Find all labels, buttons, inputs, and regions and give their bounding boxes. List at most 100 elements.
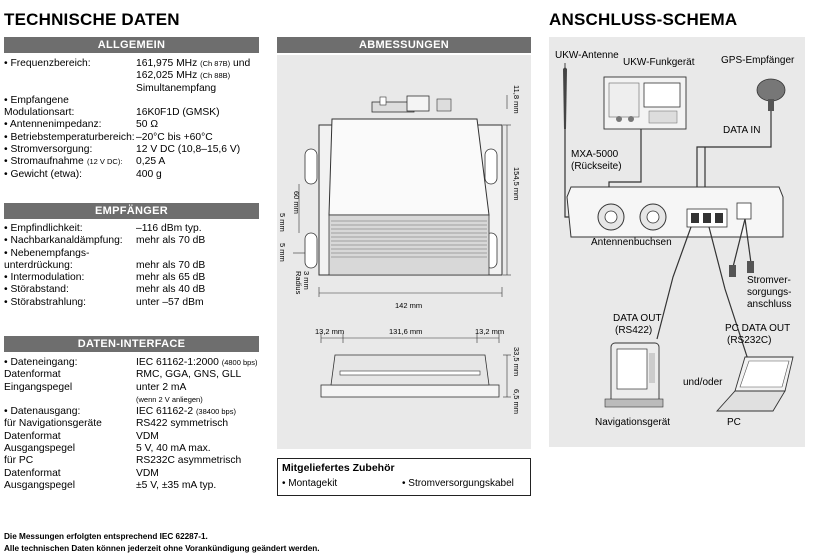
allgemein-list: • Frequenzbereich: 161,975 MHz (Ch 87B) u… [4, 58, 260, 181]
spec-value-note: (wenn 2 V anliegen) [136, 394, 203, 404]
spec-row: • Nebenempfangs- [4, 248, 260, 260]
spec-label: • Störabstrahlung: [4, 296, 87, 308]
spec-label: Eingangspegel [4, 381, 73, 393]
dim-60: 60 mm [292, 191, 301, 214]
spec-value-text: mehr als 70 dB [136, 235, 206, 247]
spec-value: –116 dBm typ. [136, 223, 202, 235]
spec-value: RS232C asymmetrisch [136, 455, 241, 467]
spec-value-text: mehr als 70 dB [136, 259, 206, 271]
spec-label: Datenformat [4, 430, 61, 442]
spec-value-text: 50 Ω [136, 119, 159, 131]
spec-value: VDM [136, 431, 159, 443]
spec-row: Ausgangspegel±5 V, ±35 mA typ. [4, 480, 260, 492]
spec-label: • Empfangene [4, 94, 69, 106]
spec-value-text: 161,975 MHz [136, 58, 198, 69]
spec-label-note: (12 V DC): [87, 157, 123, 167]
schema-panel: UKW-Antenne UKW-Funkgerät GPS-Empfänger … [549, 37, 805, 447]
dim-3: 3 mm [302, 271, 311, 290]
spec-value: 161,975 MHz (Ch 87B) und [136, 58, 250, 70]
footnote-changes: Alle technischen Daten können jederzeit … [4, 544, 320, 553]
section-header-abmessungen: ABMESSUNGEN [277, 37, 531, 53]
spec-value: RMC, GGA, GNS, GLL [136, 369, 241, 381]
dim-13-2a: 13,2 mm [315, 327, 345, 336]
spec-value: ±5 V, ±35 mA typ. [136, 480, 216, 492]
spec-value: 162,025 MHz (Ch 88B) [136, 70, 230, 82]
spec-value: unter 2 mA [136, 382, 186, 394]
spec-value: –20°C bis +60°C [136, 132, 213, 144]
spec-label: • Störabstand: [4, 284, 69, 296]
spec-row: • Stromversorgung: 12 V DC (10,8–15,6 V) [4, 144, 260, 156]
accessories-title: Mitgeliefertes Zubehör [282, 462, 395, 474]
spec-row: • Empfindlichkeit:–116 dBm typ. [4, 223, 260, 235]
label-strom-2: sorgungs- [747, 287, 792, 298]
spec-label: Datenformat [4, 369, 61, 381]
spec-value-text: IEC 61162-2 [136, 406, 194, 418]
spec-value-text: 162,025 MHz [136, 70, 198, 82]
spec-row: für PC RS232C asymmetrisch [4, 455, 260, 467]
dim-131-6: 131,6 mm [389, 327, 423, 336]
spec-value-text: 5 V, 40 mA max. [136, 443, 211, 455]
label-ukw-antenne: UKW-Antenne [555, 50, 619, 61]
spec-value: Simultanempfang [136, 83, 216, 95]
daten-list: • Dateneingang: IEC 61162-1:2000 (4800 bp… [4, 357, 260, 492]
spec-label: unterdrückung: [4, 259, 73, 271]
spec-row: Datenformat RMC, GGA, GNS, GLL [4, 369, 260, 381]
spec-label: • Betriebstemperaturbereich: [4, 131, 135, 143]
spec-value-note: (38400 bps) [195, 407, 236, 417]
spec-label: • Stromaufnahme [4, 156, 84, 168]
label-und-oder: und/oder [683, 377, 723, 388]
spec-value: 16K0F1D (GMSK) [136, 107, 220, 119]
spec-row: • Dateneingang: IEC 61162-1:2000 (4800 bp… [4, 357, 260, 369]
spec-label: • Gewicht (etwa): [4, 168, 82, 180]
label-pc: PC [727, 417, 741, 428]
dim-6-5: 6,5 mm [512, 389, 521, 415]
spec-value: unter –57 dBm [136, 297, 204, 309]
label-strom-1: Stromver- [747, 275, 791, 286]
spec-label: • Dateneingang: [4, 357, 78, 368]
spec-label: • Frequenzbereich: [4, 58, 91, 69]
label-antennenbuchsen: Antennenbuchsen [591, 237, 672, 248]
spec-label: • Nebenempfangs- [4, 247, 90, 259]
spec-row: Simultanempfang [4, 83, 260, 95]
dim-5a: 5 mm [278, 213, 287, 232]
spec-label: Ausgangspegel [4, 443, 75, 455]
spec-value-text: 400 g [136, 168, 162, 180]
label-gps: GPS-Empfänger [721, 55, 795, 66]
dimensions-drawing [293, 95, 511, 398]
spec-row: Modulationsart: 16K0F1D (GMSK) [4, 107, 260, 119]
label-navigationsgeraet: Navigationsgerät [595, 417, 671, 428]
label-pc-data-out: PC DATA OUT [725, 323, 791, 334]
spec-value-text: mehr als 40 dB [136, 284, 206, 296]
spec-value-note: (4800 bps) [221, 358, 258, 367]
spec-value: 12 V DC (10,8–15,6 V) [136, 144, 240, 156]
spec-value-text: RMC, GGA, GNS, GLL [136, 369, 242, 381]
section-header-allgemein: ALLGEMEIN [4, 37, 259, 53]
spec-value-text: –20°C bis +60°C [136, 131, 213, 143]
spec-label: für PC [4, 455, 34, 467]
spec-label: • Intermodulation: [4, 272, 85, 284]
spec-row: Datenformat VDM [4, 431, 260, 443]
spec-value-text: 16K0F1D (GMSK) [136, 107, 220, 119]
spec-label: Datenformat [4, 467, 61, 479]
spec-row: unterdrückung: mehr als 70 dB [4, 260, 260, 272]
accessories-item-montagekit: • Montagekit [282, 478, 338, 489]
spec-value-text: VDM [136, 430, 159, 442]
dim-142: 142 mm [395, 301, 423, 310]
spec-value-note: (Ch 88B) [200, 71, 231, 81]
spec-value-text: RS422 symmetrisch [136, 418, 229, 430]
spec-row: • Antennenimpedanz:50 Ω [4, 119, 260, 131]
spec-value: 0,25 A [136, 156, 165, 168]
spec-value: 400 g [136, 169, 162, 181]
spec-value: mehr als 65 dB [136, 272, 205, 284]
spec-value: (wenn 2 V anliegen) [136, 394, 203, 406]
spec-value: IEC 61162-1:2000 (4800 bps) [136, 357, 258, 369]
section-header-empfaenger: EMPFÄNGER [4, 203, 259, 219]
spec-label: Modulationsart: [4, 107, 75, 119]
spec-row: • Betriebstemperaturbereich:–20°C bis +6… [4, 132, 260, 144]
spec-value-text: IEC 61162-1:2000 [136, 357, 219, 368]
spec-value-note: (Ch 87B) [200, 59, 231, 68]
spec-label: • Stromversorgung: [4, 144, 93, 156]
label-rueckseite: (Rückseite) [571, 161, 622, 172]
